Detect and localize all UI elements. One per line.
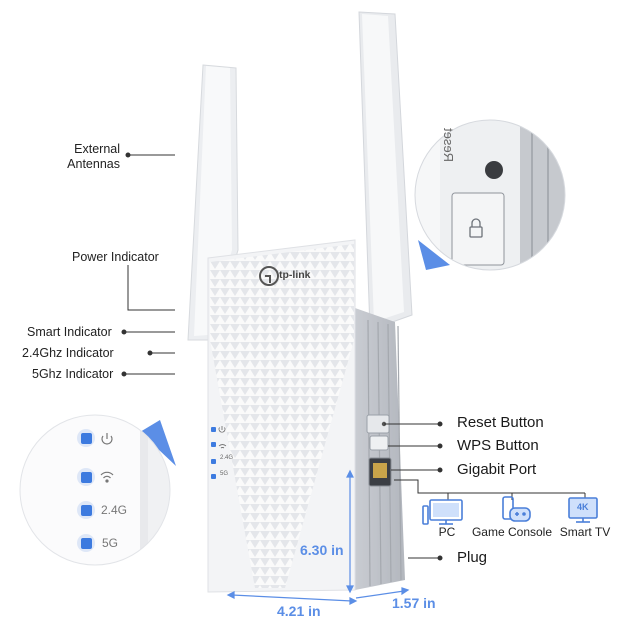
dimension-lines	[226, 469, 410, 605]
device-led-label-24g: 2.4G	[220, 455, 234, 461]
external-antennas-label: External Antennas	[67, 142, 120, 172]
smart-indicator-label: Smart Indicator	[27, 325, 112, 339]
side-wps-button	[369, 435, 389, 451]
ghz5-indicator-label: 5Ghz Indicator	[32, 367, 114, 381]
gigabit-port-label: Gigabit Port	[457, 461, 537, 478]
brand-logo	[259, 266, 279, 286]
led-zoom-circle	[19, 414, 176, 566]
brand-logo-text: tp-link	[279, 269, 311, 281]
side-vent-lines	[367, 319, 402, 587]
power-indicator-label: Power Indicator	[72, 250, 159, 264]
game-console-icon	[502, 496, 531, 522]
zoom-reset-text: Reset	[441, 128, 456, 162]
zoom-led-label-5g: 5G	[102, 536, 119, 550]
device-leds	[211, 426, 227, 479]
left-callout-lines	[121, 152, 175, 377]
ghz24-indicator-label: 2.4Ghz Indicator	[22, 346, 114, 360]
device-led-label-5g: 5G	[220, 471, 229, 477]
plug-label: Plug	[457, 549, 488, 566]
external-antennas-label-line2: Antennas	[67, 157, 120, 171]
dimension-height: 6.30 in	[300, 542, 344, 558]
device-label-game-console: Game Console	[471, 525, 553, 539]
smart-tv-icon	[568, 497, 598, 523]
pc-monitor-icon	[422, 499, 463, 525]
device-label-pc: PC	[438, 525, 456, 539]
reset-button-label: Reset Button	[457, 414, 544, 431]
device-front-pattern	[210, 244, 354, 588]
dimension-width: 4.21 in	[277, 603, 321, 619]
wps-button-label: WPS Button	[457, 437, 539, 454]
dimension-depth: 1.57 in	[392, 595, 436, 611]
button-zoom-circle	[414, 119, 566, 271]
external-antennas-label-line1: External	[74, 142, 120, 156]
right-callout-lines	[384, 421, 586, 561]
device-label-smart-tv: Smart TV	[559, 525, 611, 539]
smart-tv-badge: 4K	[577, 502, 589, 512]
right-antenna	[358, 11, 413, 331]
zoom-led-label-24g: 2.4G	[101, 503, 128, 517]
